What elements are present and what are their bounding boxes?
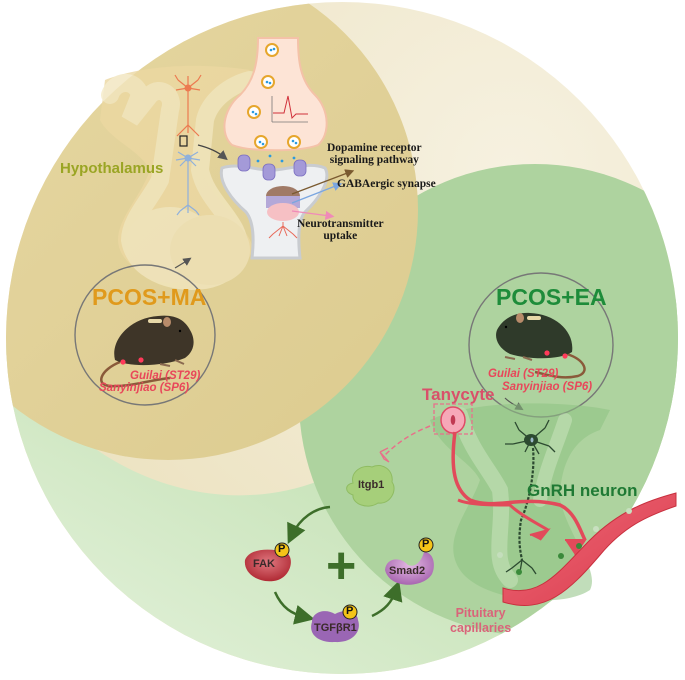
fak-label: FAK [253, 558, 275, 570]
dopamine-arrow [291, 169, 355, 195]
tgfbr1-phospho-label: P [346, 605, 354, 617]
arrow-fak-to-tgfbr1 [273, 591, 315, 625]
uptake-line1: Neurotransmitter [297, 218, 384, 230]
tgfbr1-label: TGFβR1 [314, 622, 357, 634]
tanycyte-nucleus [450, 415, 456, 425]
action-potential-plot [271, 95, 308, 123]
fak-protein [244, 549, 291, 582]
hypothalamus-shape [100, 65, 259, 290]
smad2-phospho-label: P [422, 538, 430, 550]
ma-acupoint-1: Guilai (ST29) [130, 370, 201, 382]
tanycyte-process-1 [451, 431, 587, 541]
blue-neuron-soma [184, 154, 192, 162]
pituitary-line1: Pituitary [455, 606, 506, 620]
tgfbr1-protein [311, 611, 359, 643]
ea-mouse-icon [496, 312, 586, 379]
pcos-ea-label: PCOS+EA [496, 284, 607, 310]
smad2-protein [385, 552, 434, 585]
pituitary-capillaries-label: Pituitary capillaries [450, 606, 511, 636]
cluster-pink [267, 203, 299, 221]
uptake-line2: uptake [323, 230, 358, 242]
pcos-ma-label: PCOS+MA [92, 284, 207, 310]
smad2-phospho-badge [418, 537, 434, 553]
gnrh-neuron-icon [505, 419, 556, 575]
tanycyte-label: Tanycyte [422, 385, 495, 404]
tanycyte-endfeet [529, 528, 587, 556]
smad2-label: Smad2 [389, 565, 426, 577]
blood-particles [497, 508, 632, 575]
synapse-diagram [219, 37, 355, 260]
ma-mouse-icon [100, 315, 194, 388]
ea-acupoint-2: Sanyinjiao (SP6) [502, 381, 593, 393]
synaptic-vesicles [247, 43, 301, 149]
dopamine-line2: signaling pathway [329, 154, 419, 166]
gnrh-neuron-label: GnRH neuron [527, 481, 638, 500]
pathway-label-uptake: Neurotransmitter uptake [297, 218, 384, 242]
hypothalamus-label: Hypothalamus [60, 160, 164, 177]
zoom-arrow [197, 144, 228, 161]
hypothalamic-neurons [174, 74, 228, 216]
ea-acupoint-1: Guilai (ST29) [488, 368, 559, 380]
itgb1-protein [346, 465, 395, 507]
pituitary-capillary [502, 492, 677, 606]
arrow-itgb1-to-fak [287, 505, 331, 545]
uptake-arrow [291, 210, 335, 220]
post-dendrite [268, 222, 298, 239]
pathway-label-dopamine: Dopamine receptor signaling pathway [327, 142, 422, 166]
red-neuron-soma [184, 84, 192, 92]
gnrh-nucleus [530, 437, 534, 443]
tanycyte-process-2 [457, 498, 549, 532]
itgb1-label: Itgb1 [358, 479, 385, 491]
tgfbr1-phospho-badge [342, 604, 358, 620]
dopamine-line1: Dopamine receptor [327, 142, 422, 154]
ma-to-hypothalamus-arrow [174, 257, 192, 269]
fak-phospho-badge [274, 542, 290, 558]
tanycyte-to-itgb1-arrow [384, 425, 431, 456]
gaba-arrow [291, 182, 343, 204]
arrow-tgfbr1-to-smad2 [371, 580, 403, 618]
dashed-arrowhead [379, 447, 390, 463]
pathway-label-gaba: GABAergic synapse [337, 178, 436, 190]
ma-group-circle [74, 264, 216, 406]
ma-acupoint-2: Sanyinjiao (SP6) [99, 382, 190, 394]
pituitary-line2: capillaries [450, 621, 512, 635]
plus-sign: + [326, 537, 357, 595]
zoom-box [179, 135, 188, 147]
receptors [237, 154, 307, 181]
fak-phospho-label: P [278, 543, 286, 555]
